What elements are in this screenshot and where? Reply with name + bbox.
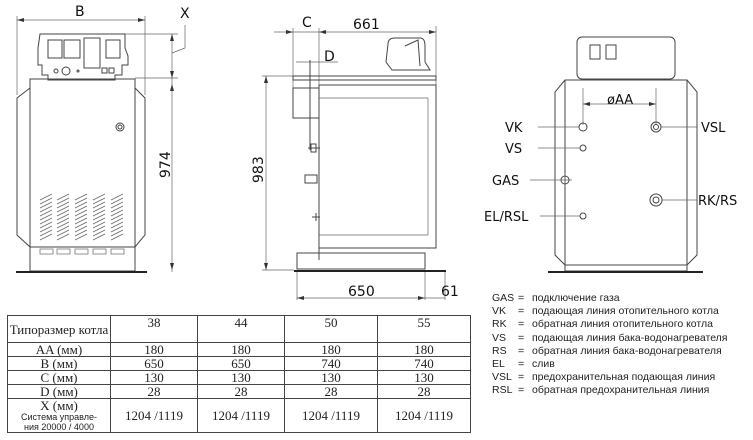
dimension-661: 661 [353, 17, 380, 33]
label-vs: VS [505, 142, 522, 157]
dimension-983: 983 [251, 156, 267, 183]
side-view: C 661 D 983 650 61 [251, 15, 459, 300]
legend-item: VS=подающая линия бака-водонагревателя [492, 331, 728, 344]
legend-text: обратная предохранительная линия [532, 384, 710, 397]
legend-text: подающая линия бака-водонагревателя [532, 331, 728, 344]
size-44: 44 [197, 315, 285, 343]
legend-key: EL [492, 358, 505, 371]
legend-key: GAS [492, 292, 515, 304]
cell: 28 [110, 384, 198, 399]
legend-item: VK=подающая линия отопительного котла [492, 305, 719, 318]
legend-text: предохранительная подающая линия [532, 371, 716, 384]
size-50: 50 [284, 315, 378, 343]
label-gas: GAS [492, 174, 519, 189]
legend-key: VK [492, 305, 507, 318]
legend-key: RS [492, 344, 507, 357]
table-row: C (мм) 130 130 130 130 [7, 370, 471, 385]
size-38: 38 [110, 315, 198, 343]
dimension-x: X [180, 6, 190, 22]
table-row: B (мм) 650 650 740 740 [7, 356, 471, 371]
cell: 130 [284, 370, 378, 385]
row-sublabel: Система управле-ния 20000 / 4000 [21, 412, 97, 432]
cell: 130 [197, 370, 285, 385]
front-view: B X 974 [16, 4, 190, 273]
cell: 650 [197, 356, 285, 371]
dimension-61: 61 [441, 284, 459, 300]
dimension-650: 650 [348, 284, 375, 300]
cell: 1204 /1119 [377, 398, 471, 433]
cell: 180 [110, 342, 198, 357]
dimension-d: D [324, 49, 335, 65]
back-view: øAA VK VSL VS GAS RK/RS EL/RSL [484, 36, 737, 273]
table-header-row: Типоразмер котла 38 44 50 55 [7, 315, 471, 343]
row-label: AA (мм) [7, 342, 111, 357]
legend-item: EL=слив [492, 358, 555, 371]
label-vsl: VSL [701, 121, 726, 136]
cell: 740 [284, 356, 378, 371]
cell: 130 [110, 370, 198, 385]
dimension-aa: øAA [607, 93, 633, 108]
dimension-b: B [75, 4, 85, 20]
cell: 130 [377, 370, 471, 385]
legend-item: VSL=предохранительная подающая линия [492, 371, 716, 384]
row-label-main: X (мм) [40, 398, 78, 413]
legend-text: обратная линия бака-водонагревателя [532, 344, 722, 357]
cell: 28 [377, 384, 471, 399]
legend-text: подающая линия отопительного котла [532, 305, 719, 318]
cell: 180 [197, 342, 285, 357]
table-row: AA (мм) 180 180 180 180 [7, 342, 471, 357]
legend-text: обратная линия отопительного котла [532, 318, 713, 331]
legend-text: подключение газа [532, 292, 620, 304]
table-row: X (мм) Система управле-ния 20000 / 4000 … [7, 398, 471, 433]
legend-key: VSL [492, 371, 512, 384]
label-el-rsl: EL/RSL [484, 210, 529, 225]
legend-item: GAS=подключение газа [492, 292, 620, 304]
cell: 1204 /1119 [110, 398, 198, 433]
row-label: X (мм) Система управле-ния 20000 / 4000 [7, 398, 111, 433]
cell: 28 [284, 384, 378, 399]
dimension-974: 974 [158, 151, 174, 178]
label-vk: VK [505, 121, 523, 136]
size-55: 55 [377, 315, 471, 343]
connection-legend: GAS=подключение газа VK=подающая линия о… [492, 292, 728, 398]
cell: 28 [197, 384, 285, 399]
dimensions-table: Типоразмер котла 38 44 50 55 AA (мм) 180… [7, 315, 471, 433]
table-row: D (мм) 28 28 28 28 [7, 384, 471, 399]
legend-item: RK=обратная линия отопительного котла [492, 318, 713, 331]
legend-text: слив [532, 358, 555, 371]
label-rk-rs: RK/RS [698, 194, 737, 209]
legend-item: RSL=обратная предохранительная линия [492, 384, 710, 397]
legend-key: RK [492, 318, 507, 331]
legend-key: VS [492, 331, 507, 344]
cell: 1204 /1119 [284, 398, 378, 433]
row-label: C (мм) [7, 370, 111, 385]
cell: 1204 /1119 [197, 398, 285, 433]
cell: 180 [284, 342, 378, 357]
cell: 740 [377, 356, 471, 371]
cell: 180 [377, 342, 471, 357]
row-label: D (мм) [7, 384, 111, 399]
cell: 650 [110, 356, 198, 371]
row-label: B (мм) [7, 356, 111, 371]
legend-item: RS=обратная линия бака-водонагревателя [492, 344, 722, 357]
dimension-c: C [302, 15, 312, 31]
header-label: Типоразмер котла [7, 315, 111, 343]
legend-key: RSL [492, 384, 513, 397]
